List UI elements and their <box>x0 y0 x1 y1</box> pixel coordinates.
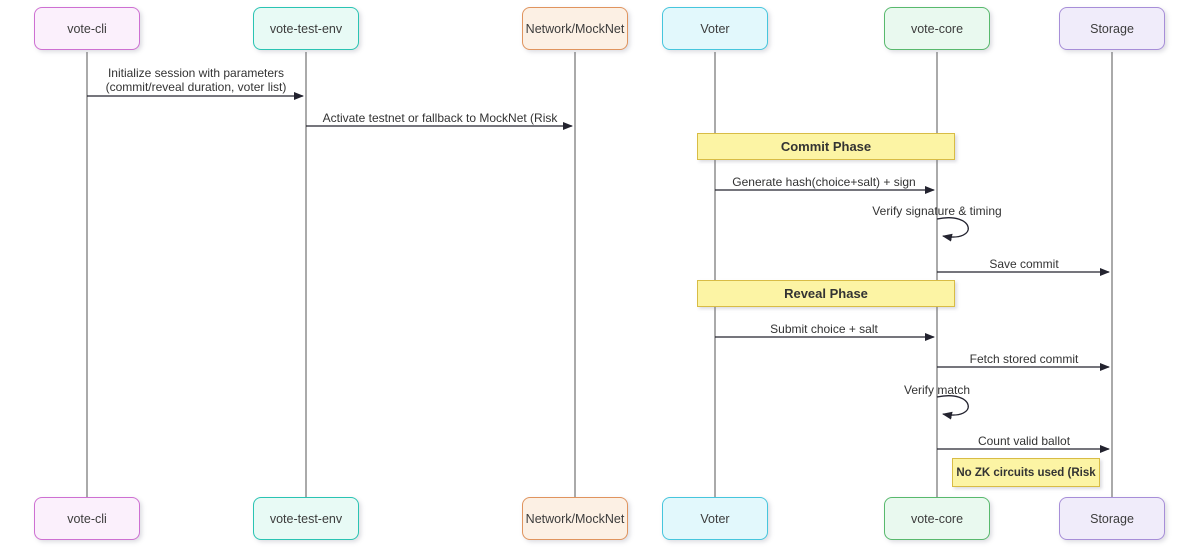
message-label-generate-hash: Generate hash(choice+salt) + sign <box>732 175 916 189</box>
actor-vote-core-top: vote-core <box>884 7 990 50</box>
phase-banner-commit: Commit Phase <box>697 133 955 160</box>
actor-network-mocknet-top: Network/MockNet <box>522 7 628 50</box>
actor-voter-top: Voter <box>662 7 768 50</box>
actor-storage-top: Storage <box>1059 7 1165 50</box>
message-label-verify-match: Verify match <box>903 383 971 397</box>
arrow-verify-match-selfloop <box>936 395 969 420</box>
message-label-save-commit: Save commit <box>989 257 1059 271</box>
arrow-verify-signature-selfloop <box>936 217 969 242</box>
message-line: Initialize session with parameters <box>107 66 285 80</box>
actor-vote-test-env-bottom: vote-test-env <box>253 497 359 540</box>
actor-network-mocknet-bottom: Network/MockNet <box>522 497 628 540</box>
message-label-submit-choice: Submit choice + salt <box>770 322 878 336</box>
message-line: (commit/reveal duration, voter list) <box>105 80 287 94</box>
message-label-initialize-session: Initialize session with parameters (comm… <box>106 66 287 94</box>
message-label-activate-testnet: Activate testnet or fallback to MockNet … <box>322 111 558 125</box>
message-label-fetch-stored-commit: Fetch stored commit <box>969 352 1079 366</box>
actor-vote-test-env-top: vote-test-env <box>253 7 359 50</box>
message-label-count-valid-ballot: Count valid ballot <box>977 434 1071 448</box>
actor-storage-bottom: Storage <box>1059 497 1165 540</box>
actor-voter-bottom: Voter <box>662 497 768 540</box>
note-no-zk-circuits: No ZK circuits used (Risk <box>952 458 1100 487</box>
message-label-verify-signature: Verify signature & timing <box>872 204 1002 218</box>
actor-vote-core-bottom: vote-core <box>884 497 990 540</box>
actor-vote-cli-top: vote-cli <box>34 7 140 50</box>
actor-vote-cli-bottom: vote-cli <box>34 497 140 540</box>
phase-banner-reveal: Reveal Phase <box>697 280 955 307</box>
